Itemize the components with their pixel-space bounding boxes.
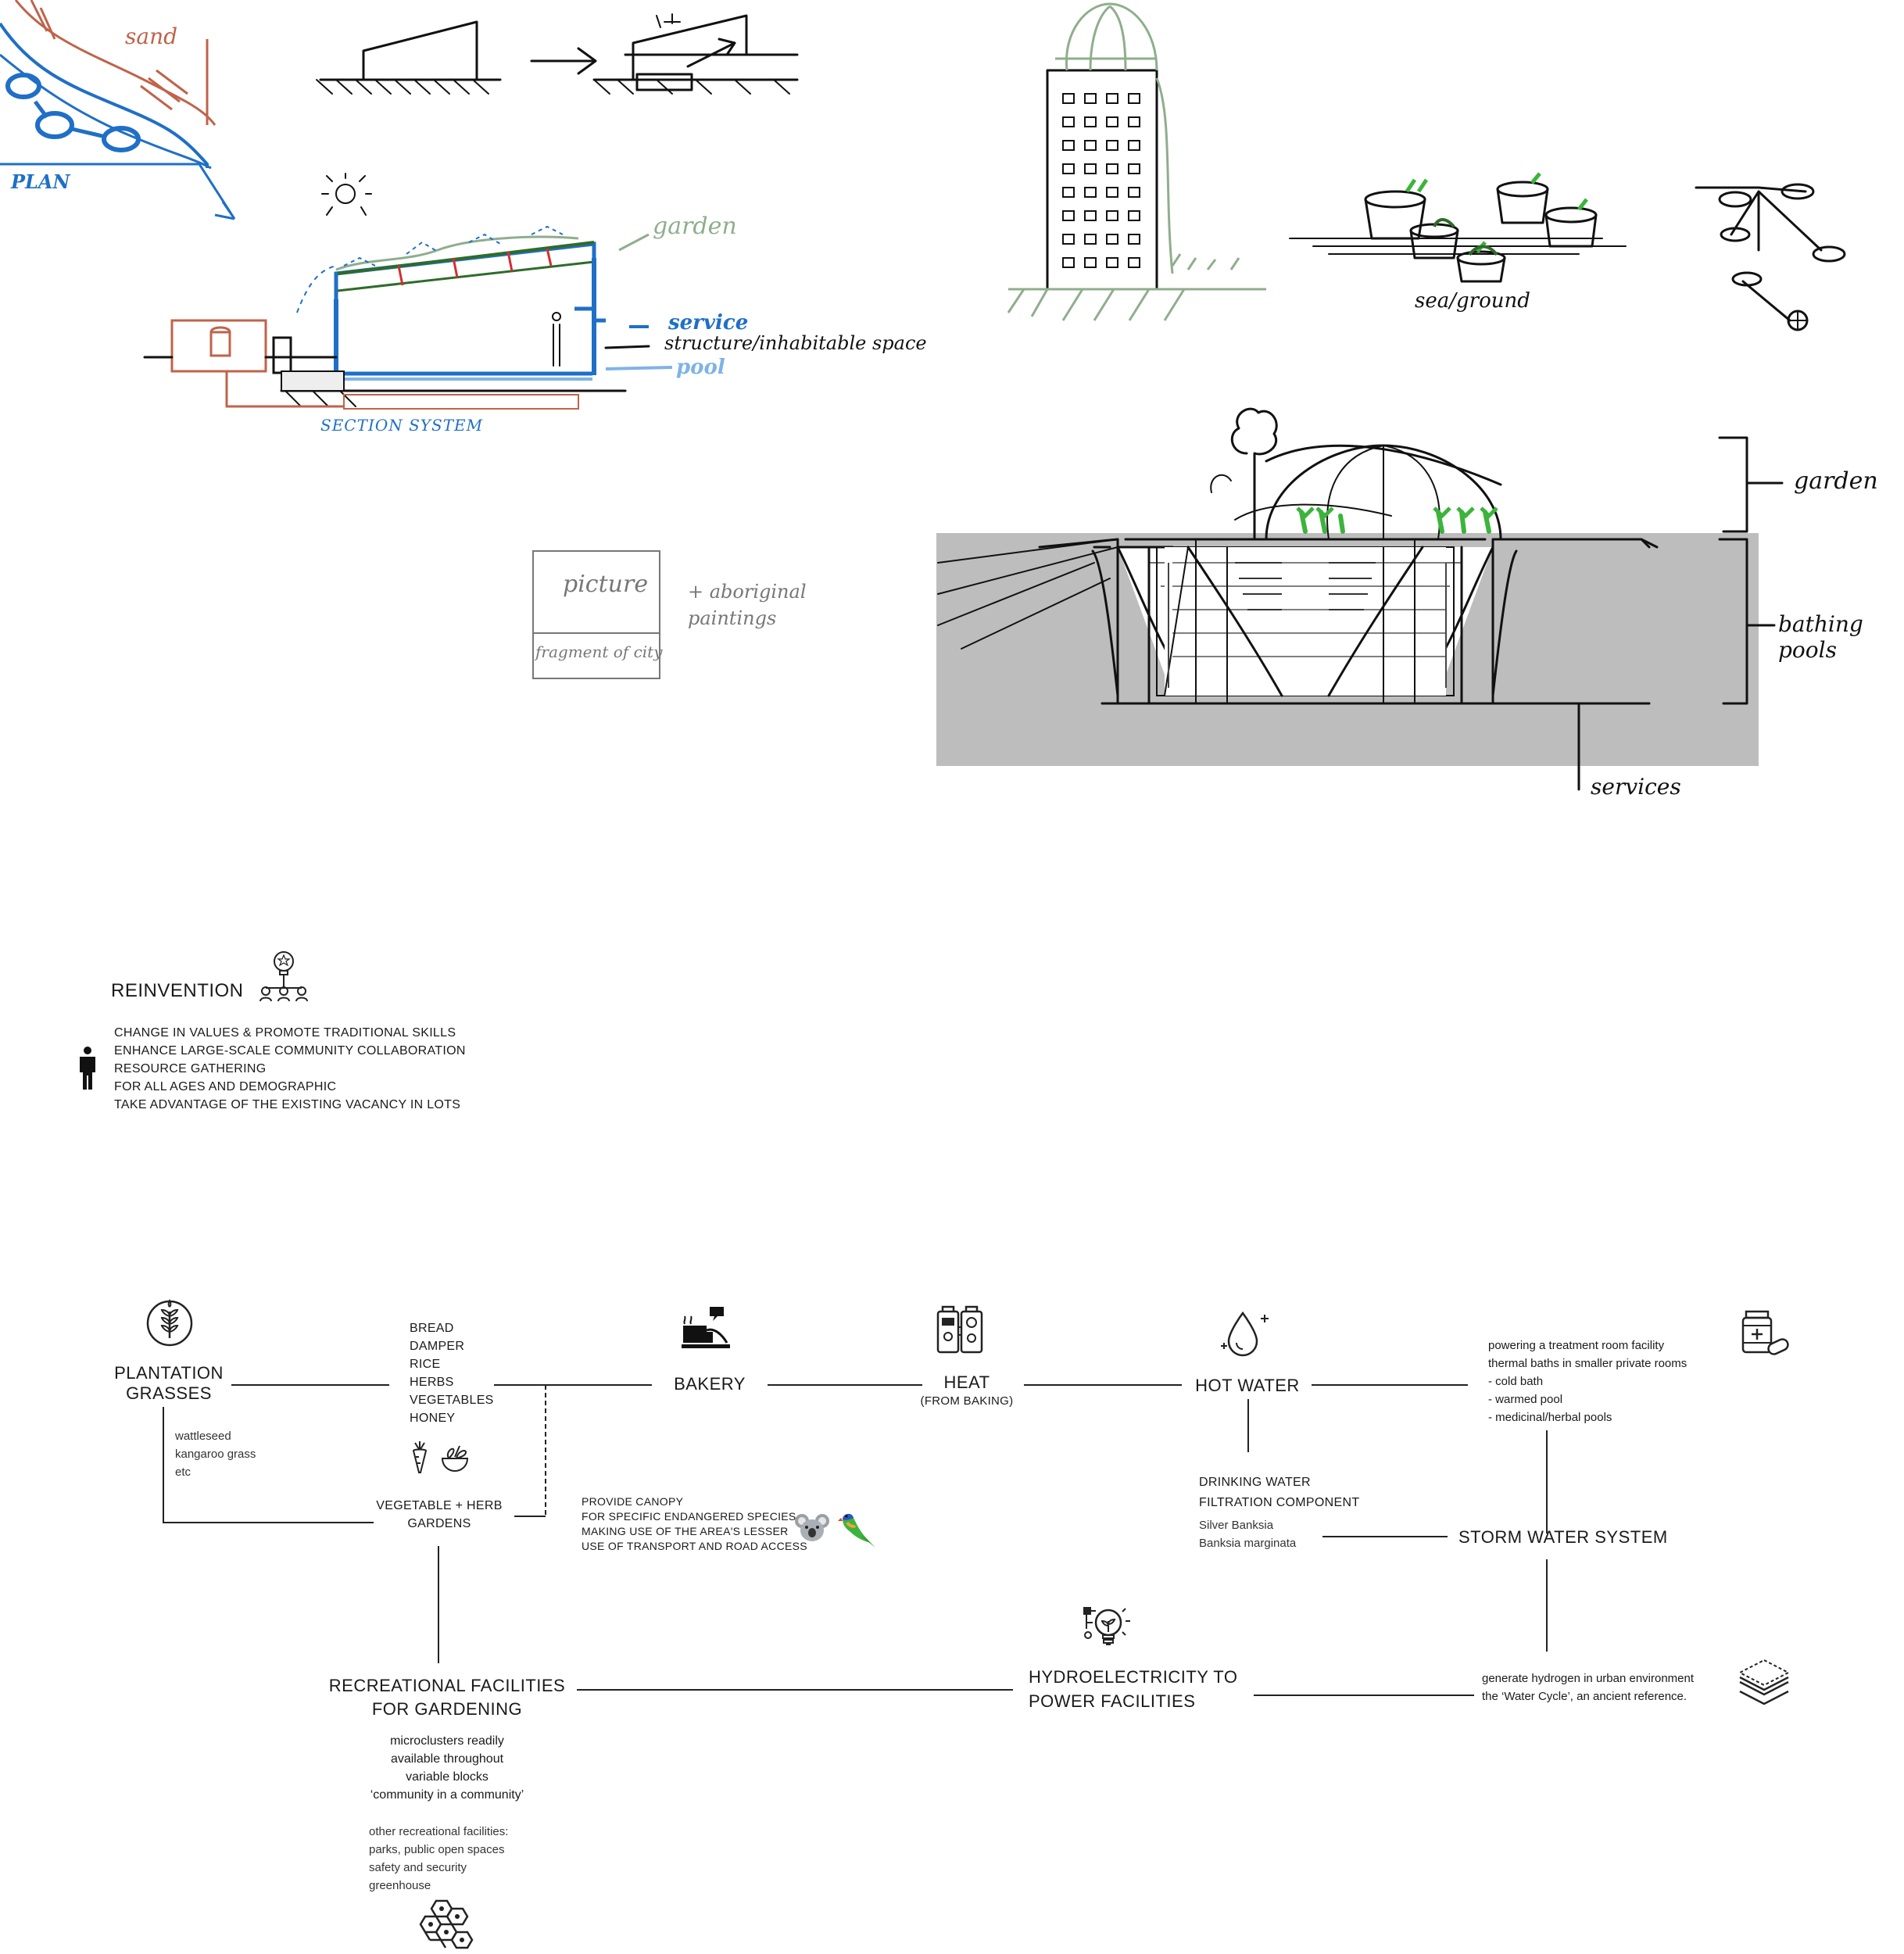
- connector: [1322, 1536, 1448, 1537]
- reinvention-point: ENHANCE LARGE-SCALE COMMUNITY COLLABORAT…: [114, 1044, 466, 1058]
- layers-icon: [1738, 1659, 1791, 1705]
- dashed-connector: [545, 1385, 546, 1515]
- reinvention-point: RESOURCE GATHERING: [114, 1062, 267, 1075]
- recreational-title: RECREATIONAL FACILITIES FOR GARDENING: [328, 1676, 566, 1719]
- sketch-label-bathing-pools: bathing pools: [1778, 611, 1863, 663]
- garden-leader: [618, 233, 650, 252]
- person-icon: [80, 1047, 95, 1090]
- connector: [1024, 1384, 1182, 1386]
- connector: [438, 1546, 439, 1663]
- sketch-label-picture: picture: [563, 571, 649, 598]
- connector: [1254, 1695, 1474, 1696]
- medicine-icon: [1741, 1310, 1789, 1355]
- connector: [231, 1384, 389, 1386]
- sketch-label-garden: garden: [653, 213, 737, 240]
- treatment-text: powering a treatment room facility therm…: [1488, 1339, 1687, 1424]
- wheat-icon: [146, 1299, 193, 1347]
- carrot-icon: [412, 1441, 428, 1473]
- honeycomb-icon: [419, 1899, 474, 1949]
- sketch-label-services: services: [1591, 774, 1681, 800]
- lightbulb-plant-icon: [1083, 1607, 1130, 1645]
- water-drop-icon: [1221, 1311, 1269, 1357]
- koala-icon: [795, 1514, 829, 1541]
- connector: [768, 1384, 922, 1386]
- recreational-other: other recreational facilities: parks, pu…: [369, 1825, 509, 1892]
- reinvention-point: TAKE ADVANTAGE OF THE EXISTING VACANCY I…: [114, 1098, 461, 1111]
- connector: [1247, 1399, 1249, 1452]
- sketch-label-fragment: fragment of city: [535, 642, 663, 661]
- oven-icon: [682, 1307, 730, 1348]
- sketch-label-pool: pool: [676, 356, 725, 379]
- reinvention-point: CHANGE IN VALUES & PROMOTE TRADITIONAL S…: [114, 1026, 456, 1040]
- heat-title: HEAT: [943, 1372, 990, 1392]
- connector: [1312, 1384, 1468, 1386]
- produce-list: BREAD DAMPER RICE HERBS VEGETABLES HONEY: [410, 1322, 494, 1425]
- bakery-title: BAKERY: [674, 1374, 746, 1394]
- sketch-label-sand: sand: [125, 23, 178, 49]
- plantation-title: PLANTATION GRASSES: [114, 1363, 224, 1403]
- heat-subtitle: (FROM BAKING): [920, 1394, 1014, 1408]
- drinking-water-details: Silver Banksia Banksia marginata: [1199, 1519, 1297, 1550]
- connector: [1546, 1430, 1548, 1533]
- canopy-text: PROVIDE CANOPY FOR SPECIFIC ENDANGERED S…: [582, 1495, 807, 1552]
- picture-frame-sketch: [532, 550, 660, 679]
- drinking-water-title: DRINKING WATER FILTRATION COMPONENT: [1199, 1476, 1360, 1509]
- tower-sketch: [1007, 2, 1266, 321]
- connector: [163, 1407, 164, 1523]
- storm-water-title: STORM WATER SYSTEM: [1458, 1527, 1668, 1547]
- sketch-label-aboriginal: + aboriginal paintings: [688, 581, 807, 629]
- veg-gardens-title: VEGETABLE + HERB GARDENS: [376, 1499, 503, 1530]
- boiler-icon: [936, 1305, 983, 1354]
- sketch-label-plan: PLAN: [11, 170, 70, 193]
- pool-leader: [605, 366, 673, 370]
- network-sketch: [1695, 183, 1846, 331]
- bathing-section-sketch: [936, 407, 1784, 791]
- plan-sketch: [0, 0, 236, 220]
- sketch-label-service: service: [668, 311, 749, 335]
- hot-water-title: HOT WATER: [1195, 1376, 1300, 1395]
- sketch-label-sea-ground: sea/ground: [1415, 289, 1530, 313]
- plantation-details: wattleseed kangaroo grass etc: [175, 1430, 256, 1479]
- massing-sketch: [316, 13, 799, 95]
- recreational-desc: microclusters readily available througho…: [370, 1734, 524, 1802]
- reinvention-list: CHANGE IN VALUES & PROMOTE TRADITIONAL S…: [114, 1024, 466, 1114]
- herb-bowl-icon: [441, 1445, 469, 1473]
- pods-sketch: [1289, 172, 1627, 283]
- connector: [514, 1516, 546, 1517]
- sketch-label-structure: structure/inhabitable space: [664, 332, 927, 354]
- section-system-sketch: [143, 173, 627, 410]
- reinvention-title: REINVENTION: [111, 980, 244, 1001]
- idea-network-icon: [259, 951, 308, 1002]
- reinvention-point: FOR ALL AGES AND DEMOGRAPHIC: [114, 1080, 337, 1093]
- sketch-label-section-system: SECTION SYSTEM: [320, 416, 484, 435]
- hydrogen-text: generate hydrogen in urban environment t…: [1482, 1672, 1695, 1703]
- structure-leader: [604, 345, 650, 349]
- sketch-label-garden-right: garden: [1794, 467, 1878, 495]
- connector: [1546, 1559, 1548, 1652]
- connector: [577, 1689, 1013, 1691]
- parrot-icon: [838, 1513, 875, 1548]
- hydro-title: HYDROELECTRICITY TO POWER FACILITIES: [1029, 1667, 1238, 1711]
- connector: [494, 1384, 652, 1386]
- connector: [163, 1522, 374, 1523]
